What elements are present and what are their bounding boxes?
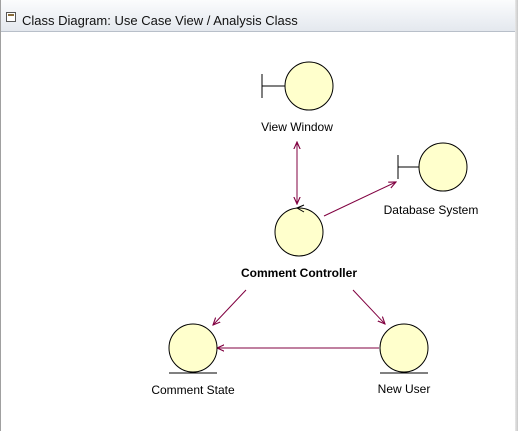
- class-comment-controller[interactable]: Comment Controller: [241, 204, 357, 280]
- class-diagram: View Window Database System Comment Cont…: [151, 61, 479, 397]
- class-label: New User: [378, 382, 431, 396]
- class-database-system[interactable]: Database System: [384, 142, 479, 217]
- associations: [213, 142, 396, 348]
- association-controller-new-user[interactable]: [352, 289, 385, 324]
- association-controller-comment-state[interactable]: [213, 289, 247, 325]
- boundary-icon: [397, 142, 468, 192]
- entity-icon: [379, 323, 429, 374]
- class-label: View Window: [261, 120, 333, 134]
- diagram-canvas[interactable]: View Window Database System Comment Cont…: [1, 32, 518, 431]
- association-controller-database-system[interactable]: [323, 182, 396, 217]
- class-comment-state[interactable]: Comment State: [151, 323, 235, 397]
- control-icon: [274, 204, 324, 257]
- entity-icon: [168, 323, 218, 374]
- class-view-window[interactable]: View Window: [261, 61, 334, 134]
- class-new-user[interactable]: New User: [378, 323, 431, 396]
- window-title: Class Diagram: Use Case View / Analysis …: [22, 13, 298, 28]
- class-diagram-icon: [6, 12, 16, 22]
- window-right-edge: [515, 0, 518, 431]
- window-titlebar[interactable]: Class Diagram: Use Case View / Analysis …: [1, 0, 518, 32]
- boundary-icon: [261, 61, 334, 111]
- class-label: Comment State: [151, 383, 235, 397]
- class-label: Comment Controller: [241, 266, 357, 280]
- class-label: Database System: [384, 203, 479, 217]
